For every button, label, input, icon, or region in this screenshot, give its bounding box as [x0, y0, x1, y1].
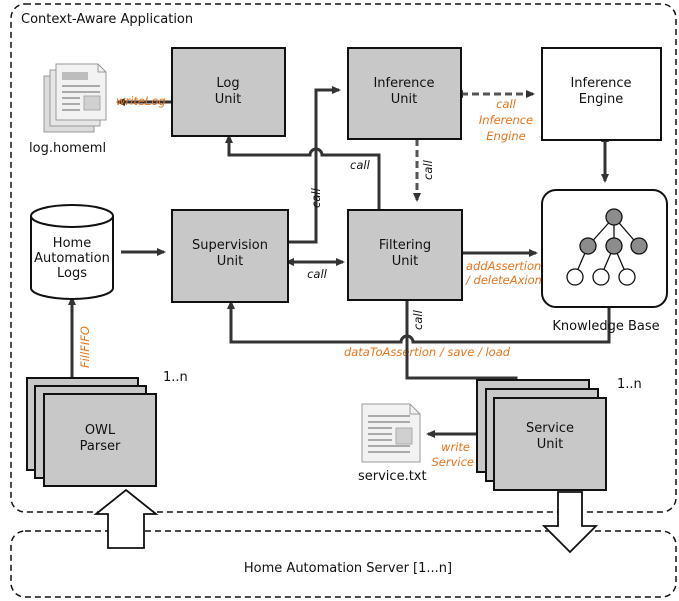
edge-label-call-filtering-log: call: [350, 158, 371, 172]
edge-label-data-to-assertion: dataToAssertion / save / load: [344, 345, 511, 359]
edge-label-fill-fifo: FillFIFO: [78, 326, 92, 368]
edge-label-write-service-2: Service: [431, 455, 474, 469]
logs-db-label-2: Automation: [34, 251, 110, 266]
edge-label-call-filtering-service: call: [411, 309, 425, 330]
supervision-unit: Supervision Unit: [171, 209, 289, 303]
log-file-label: log.homeml: [29, 141, 106, 156]
supervision-unit-label-1: Supervision: [192, 238, 268, 253]
edge-label-call-inference-filtering: call: [421, 159, 435, 180]
service-file-label: service.txt: [358, 469, 427, 484]
down-arrow-service-to-server: [541, 491, 599, 554]
tree-icon: [566, 208, 648, 286]
edge-label-write-log: writeLog: [116, 94, 166, 108]
logs-db-label-3: Logs: [57, 266, 87, 281]
inference-engine-label-1: Inference: [570, 76, 631, 91]
log-unit: Log Unit: [171, 47, 286, 137]
owl-parser-label-2: Parser: [80, 439, 121, 454]
owl-parser-label-1: OWL: [85, 423, 116, 438]
knowledge-base: [541, 189, 668, 308]
edge-call-supervision-inference: [288, 86, 341, 244]
owl-parser-multiplicity: 1..n: [163, 370, 188, 385]
inference-engine: Inference Engine: [541, 47, 662, 141]
edge-label-call-engine-2: Inference: [479, 113, 533, 127]
filtering-unit-label-1: Filtering: [379, 238, 431, 253]
logs-db-label-1: Home: [53, 236, 91, 251]
owl-parser-stack: OWL Parser: [26, 377, 157, 487]
log-unit-label-1: Log: [216, 76, 239, 91]
up-arrow-server-to-parser: [93, 488, 159, 549]
service-unit-multiplicity: 1..n: [617, 377, 642, 392]
edge-label-add-assertion-2: / deleteAxiom: [465, 273, 546, 287]
inference-unit-label-1: Inference: [373, 76, 434, 91]
knowledge-base-label: Knowledge Base: [552, 319, 659, 334]
filtering-unit-label-2: Unit: [392, 254, 418, 269]
log-unit-label-2: Unit: [215, 92, 241, 107]
inference-unit: Inference Unit: [347, 47, 462, 140]
inference-engine-label-2: Engine: [579, 92, 624, 107]
service-unit-label-1: Service: [526, 421, 574, 436]
home-automation-logs-db: Home Automation Logs: [30, 204, 114, 300]
edge-label-call-engine-1: call: [496, 97, 517, 111]
edge-label-call-supervision-inference: call: [309, 187, 323, 208]
service-file-icon: [361, 403, 421, 463]
edge-label-call-supervision-filtering: call: [307, 267, 328, 281]
edge-label-call-engine-3: Engine: [486, 129, 525, 143]
service-unit-label-2: Unit: [537, 437, 563, 452]
edge-label-add-assertion-1: addAssertion: [466, 259, 541, 273]
server-label: Home Automation Server [1...n]: [244, 561, 452, 576]
supervision-unit-label-2: Unit: [217, 254, 243, 269]
service-unit-stack: Service Unit: [476, 379, 607, 491]
edge-label-write-service-1: write: [441, 440, 470, 454]
edge-call-filtering-log: [225, 134, 381, 210]
filtering-unit: Filtering Unit: [347, 209, 463, 301]
log-file-icon: [43, 63, 107, 133]
container-title: Context-Aware Application: [21, 12, 193, 27]
inference-unit-label-2: Unit: [391, 92, 417, 107]
